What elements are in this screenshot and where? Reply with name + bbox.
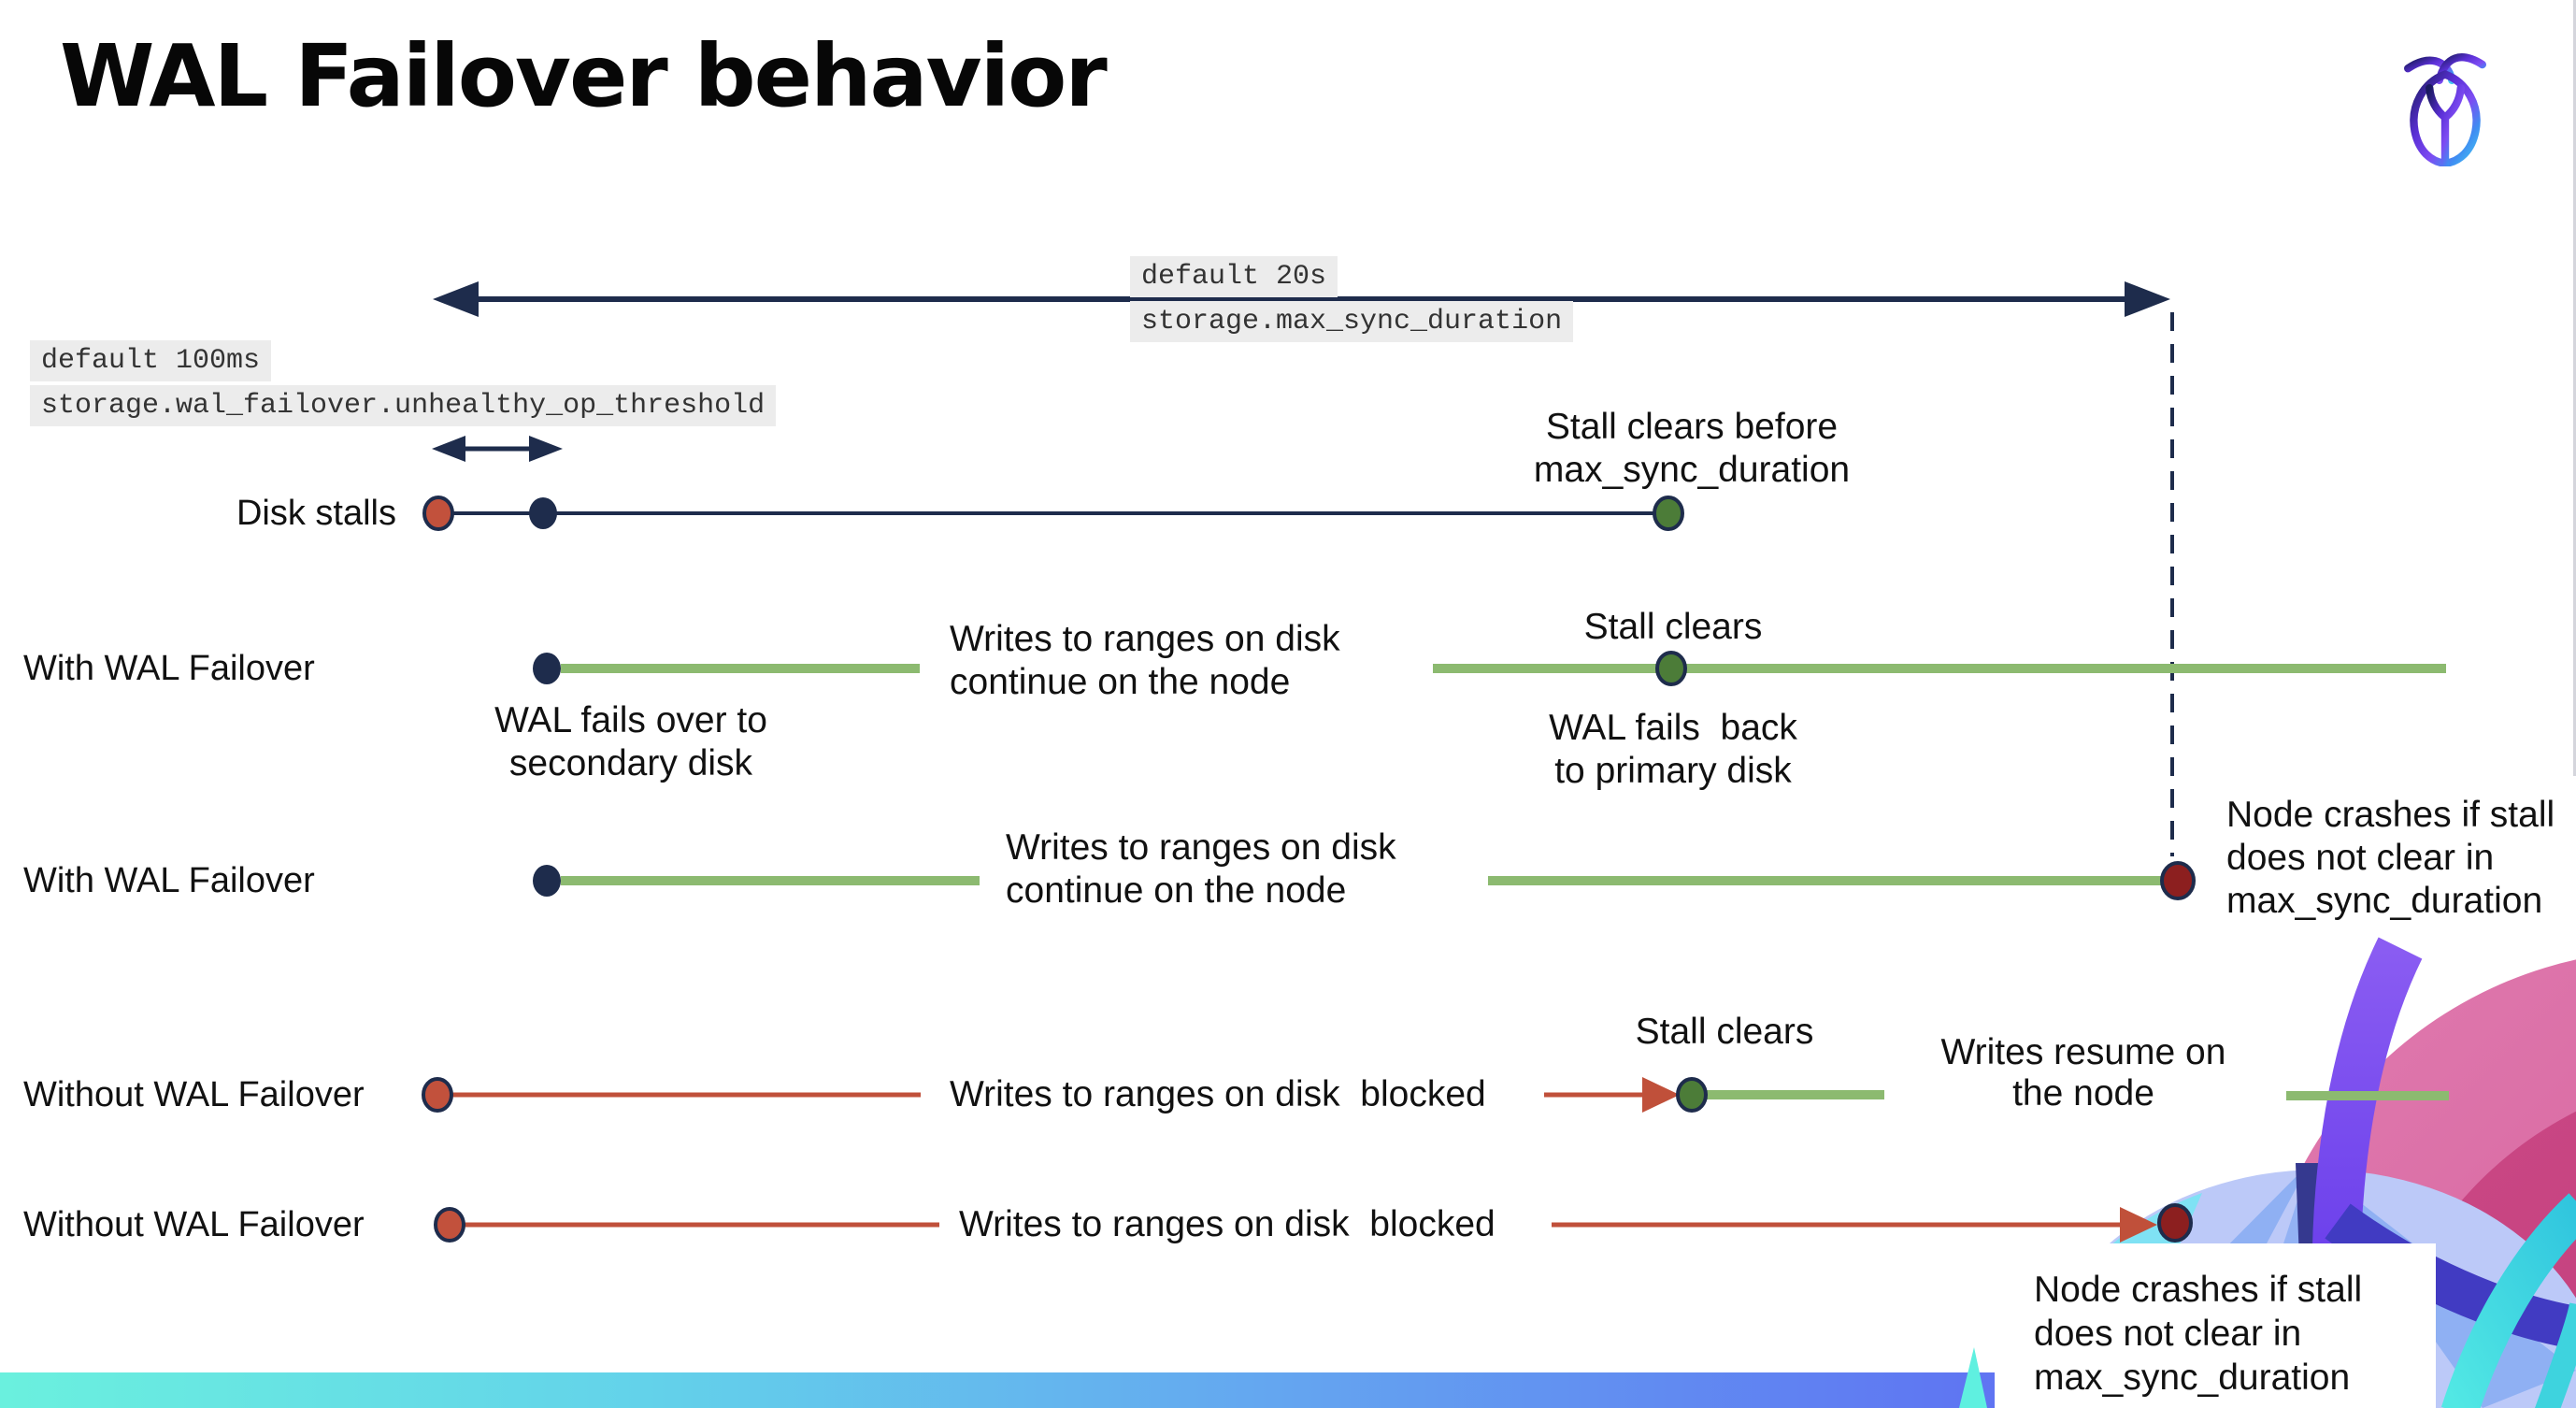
max-sync-arrowhead-right <box>2125 281 2170 317</box>
art-teal-shard <box>1959 1347 1987 1408</box>
row-label-disk-stalls: Disk stalls <box>236 494 396 533</box>
page-title: WAL Failover behavior <box>60 26 1108 126</box>
nowal1-stall-clears-dot <box>1676 1077 1708 1113</box>
max-sync-arrowhead-left <box>433 281 479 317</box>
threshold-arrowhead-left <box>432 436 465 462</box>
art-teal-arc-2 <box>2534 1302 2576 1408</box>
stall-clears-before-label: Stall clears before max_sync_duration <box>1533 407 1851 490</box>
disk-stall-start-dot <box>422 496 454 531</box>
row-label-without-wal-1: Without WAL Failover <box>23 1075 365 1114</box>
threshold-setting-chip: storage.wal_failover.unhealthy_op_thresh… <box>30 385 777 426</box>
logo-stem <box>2426 84 2465 166</box>
writes-continue-label-1: Writes to ranges on disk continue on the… <box>950 619 1340 702</box>
node-crashes-label-1: Node crashes if stall does not clear in … <box>2226 795 2555 921</box>
stall-clears-dot-row1 <box>1653 496 1684 531</box>
slide-right-edge <box>2573 0 2576 776</box>
stall-clears-label-2: Stall clears <box>1635 1012 1814 1052</box>
writes-resume-label: Writes resume on the node <box>1940 1032 2226 1113</box>
nowal1-red-arrowhead <box>1642 1077 1680 1113</box>
nowal2-stall-start-dot <box>434 1207 465 1243</box>
writes-blocked-label-2: Writes to ranges on disk blocked <box>959 1204 1496 1244</box>
threshold-arrowhead-right <box>529 436 563 462</box>
stall-clears-label-1: Stall clears <box>1583 607 1763 647</box>
max-sync-setting-chip: storage.max_sync_duration <box>1130 301 1574 342</box>
threshold-default-chip: default 100ms <box>30 340 272 381</box>
max-sync-default-chip: default 20s <box>1130 256 1338 297</box>
art-teal-arc-1 <box>2440 1193 2576 1408</box>
writes-blocked-label-1: Writes to ranges on disk blocked <box>950 1074 1486 1114</box>
node-crashes-label-2: Node crashes if stall does not clear in … <box>2034 1270 2363 1398</box>
cockroachdb-logo-icon <box>2404 53 2486 166</box>
wal2-failover-dot <box>533 865 561 897</box>
writes-continue-label-2: Writes to ranges on disk continue on the… <box>1006 827 1396 911</box>
nowal1-stall-start-dot <box>422 1077 453 1113</box>
crash-note-box: Node crashes if stall does not clear in … <box>1995 1243 2436 1408</box>
row-label-without-wal-2: Without WAL Failover <box>23 1205 365 1244</box>
wal2-crash-dot <box>2160 861 2196 900</box>
row-label-with-wal-2: With WAL Failover <box>23 861 315 900</box>
row-label-with-wal-1: With WAL Failover <box>23 649 315 688</box>
wal-fails-over-label: WAL fails over to secondary disk <box>494 700 767 783</box>
wal1-failover-dot <box>533 653 561 684</box>
wal1-stall-clears-dot <box>1655 651 1687 686</box>
threshold-reached-dot <box>529 497 557 529</box>
wal-fails-back-label: WAL fails back to primary disk <box>1549 708 1797 791</box>
